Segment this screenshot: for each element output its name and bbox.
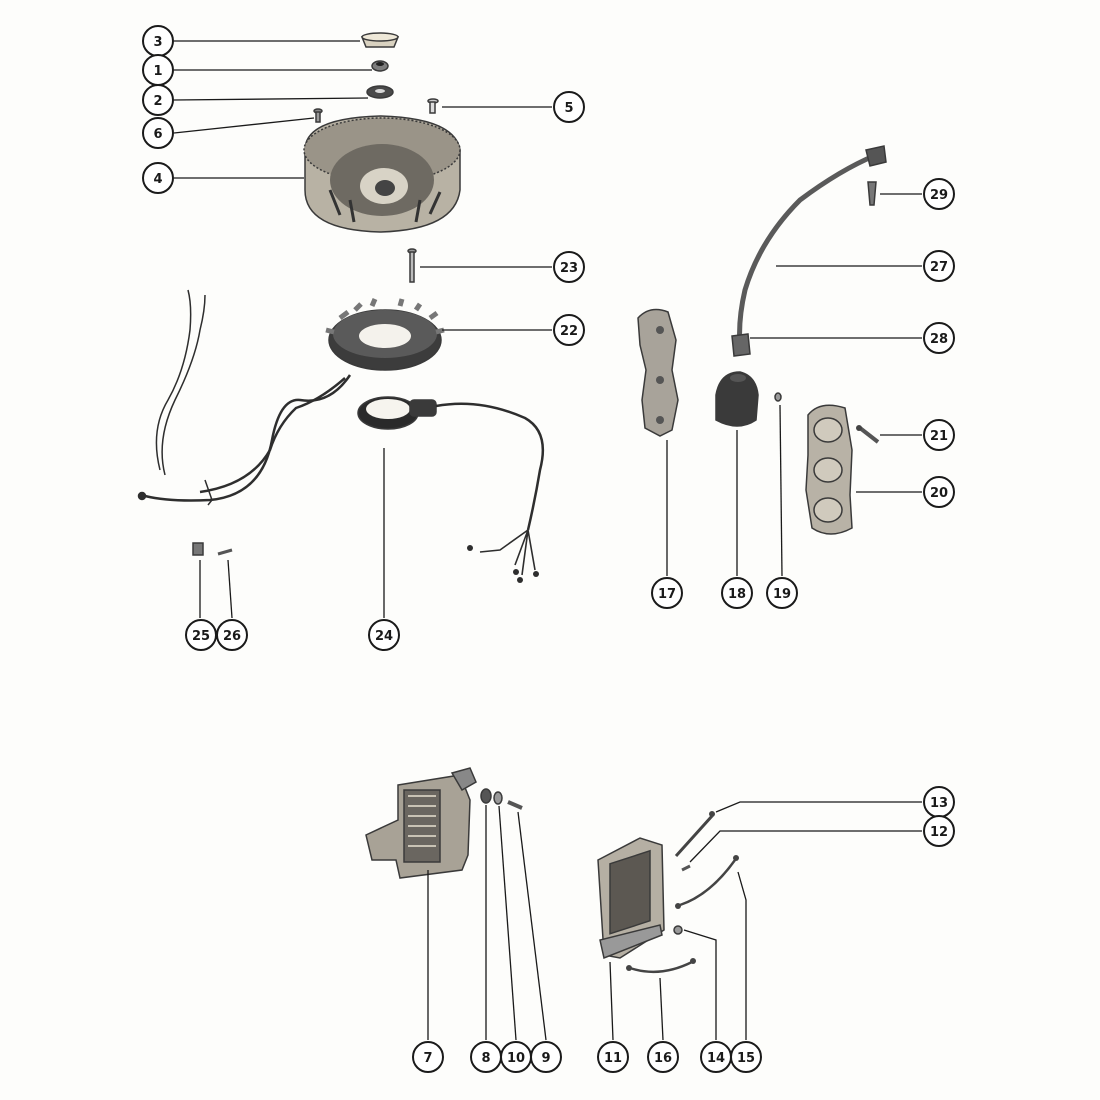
part-14-nut [673,925,683,935]
callout-10-label: 10 [507,1051,525,1066]
callout-8-label: 8 [481,1051,490,1066]
part-9-screw [507,800,523,810]
callout-20-label: 20 [930,486,948,501]
part-12-screw [681,864,691,872]
part-7-bracket [365,767,477,879]
callout-29: 29 [923,178,955,210]
callout-2: 2 [142,84,174,116]
part-1-nut [371,60,389,72]
part-4-flywheel [303,115,461,233]
callout-2-label: 2 [153,94,162,109]
part-13-lead [674,811,715,858]
callout-17-label: 17 [658,587,676,602]
part-16-jumper [626,958,696,974]
callout-21: 21 [923,419,955,451]
part-8-nut [480,788,492,804]
callout-26: 26 [216,619,248,651]
callout-27: 27 [923,250,955,282]
part-10-washer [493,791,503,805]
callout-25-label: 25 [192,629,210,644]
part-24-trigger [357,396,545,583]
callout-10: 10 [500,1041,532,1073]
callout-22: 22 [553,314,585,346]
stator-wiring [137,289,352,506]
callout-16: 16 [647,1041,679,1073]
callout-7: 7 [412,1041,444,1073]
callout-19-label: 19 [773,587,791,602]
callout-16-label: 16 [654,1051,672,1066]
callout-21-label: 21 [930,429,948,444]
callout-6: 6 [142,117,174,149]
part-11-switch-box [597,837,665,960]
callout-24: 24 [368,619,400,651]
callout-19: 19 [766,577,798,609]
callout-26-label: 26 [223,629,241,644]
part-23-bolt [407,248,417,283]
callout-12-label: 12 [930,825,948,840]
callout-8: 8 [470,1041,502,1073]
callout-4: 4 [142,162,174,194]
callout-23-label: 23 [560,261,578,276]
callout-18: 18 [721,577,753,609]
part-29-cap [867,181,877,206]
part-25-clip [192,542,204,556]
part-19-nut [774,392,782,402]
callout-11: 11 [597,1041,629,1073]
part-6-screw [313,108,323,123]
callout-1: 1 [142,54,174,86]
part-2-washer [366,85,394,99]
part-27-lead [737,145,887,346]
part-21-screw [856,425,880,444]
callout-7-label: 7 [423,1051,432,1066]
callout-3-label: 3 [153,35,162,50]
callout-12: 12 [923,815,955,847]
part-17-plate [637,308,679,437]
part-18-coil [715,371,759,427]
callout-14-label: 14 [707,1051,725,1066]
callout-13: 13 [923,786,955,818]
callout-29-label: 29 [930,188,948,203]
callout-5: 5 [553,91,585,123]
callout-20: 20 [923,476,955,508]
leader-lines [173,40,922,1041]
callout-28: 28 [923,322,955,354]
callout-27-label: 27 [930,260,948,275]
callout-1-label: 1 [153,64,162,79]
part-5-screw [427,98,439,114]
part-28-boot [731,333,751,357]
callout-17: 17 [651,577,683,609]
callout-18-label: 18 [728,587,746,602]
part-26-screw [217,548,233,556]
callout-13-label: 13 [930,796,948,811]
callout-9: 9 [530,1041,562,1073]
callout-4-label: 4 [153,172,162,187]
callout-23: 23 [553,251,585,283]
callout-14: 14 [700,1041,732,1073]
callout-3: 3 [142,25,174,57]
part-22-stator [325,298,445,371]
callout-5-label: 5 [564,101,573,116]
part-20-coil-housing [805,404,853,535]
callout-11-label: 11 [604,1051,622,1066]
callout-15-label: 15 [737,1051,755,1066]
part-15-lead [675,855,739,909]
callout-25: 25 [185,619,217,651]
part-3-cap [360,32,400,48]
callout-9-label: 9 [541,1051,550,1066]
callout-15: 15 [730,1041,762,1073]
callout-22-label: 22 [560,324,578,339]
callout-24-label: 24 [375,629,393,644]
callout-28-label: 28 [930,332,948,347]
callout-6-label: 6 [153,127,162,142]
